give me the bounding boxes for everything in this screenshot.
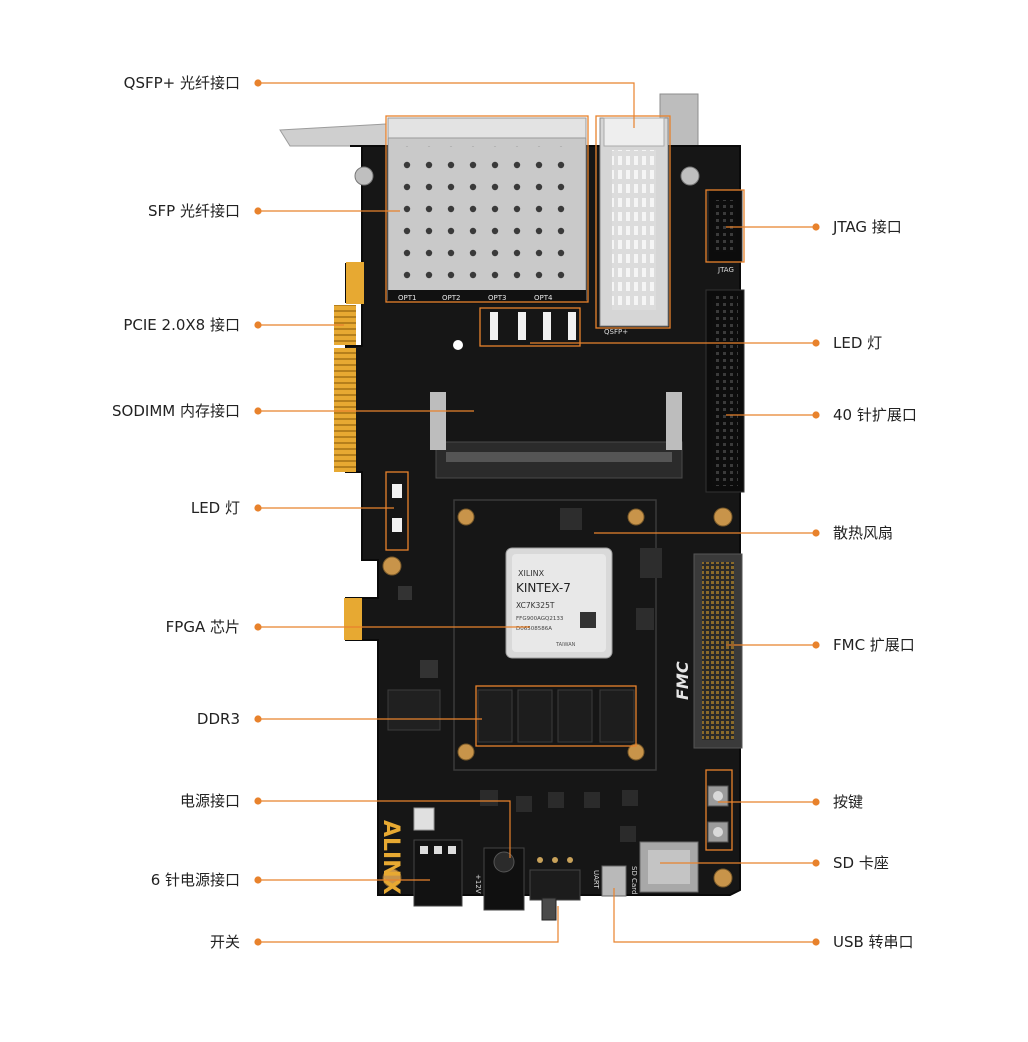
highlight-box xyxy=(479,307,581,347)
led-group-top xyxy=(490,312,576,340)
leader-dot-pcie xyxy=(254,321,262,329)
leader-dot-fmc xyxy=(812,641,820,649)
svg-text:TAIWAN: TAIWAN xyxy=(555,642,576,648)
qsfp-cage: QSFP+ xyxy=(599,117,669,336)
callout-label-qsfp: QSFP+ 光纤接口 xyxy=(123,74,240,92)
leader-line-usb xyxy=(613,888,816,943)
leader-dot-jtag xyxy=(812,223,820,231)
highlight-box xyxy=(705,189,745,263)
sfp-port-label: OPT1 xyxy=(398,294,416,302)
six-pin-power-header xyxy=(413,807,463,907)
sfp-port-labels: OPT1 OPT2 OPT3 OPT4 xyxy=(398,294,553,302)
callout-label-power6: 6 针电源接口 xyxy=(150,871,240,889)
sfp-port-label: OPT4 xyxy=(534,294,553,302)
leader-dot-ext40 xyxy=(812,411,820,419)
sfp-cage xyxy=(387,117,587,304)
led-group-left xyxy=(392,484,402,532)
callout-label-sfp: SFP 光纤接口 xyxy=(148,202,240,220)
highlight-box xyxy=(705,769,733,851)
leader-dot-ddr3 xyxy=(254,715,262,723)
callout-label-sd: SD 卡座 xyxy=(833,854,889,872)
highlight-box xyxy=(475,685,637,747)
highlight-box xyxy=(385,115,589,303)
leader-dot-qsfp xyxy=(254,79,262,87)
leader-dot-switch xyxy=(254,938,262,946)
leader-dot-fan xyxy=(812,529,820,537)
misc-components xyxy=(387,508,662,842)
jtag-header: JTAG xyxy=(707,189,743,274)
sfp-port-label: OPT2 xyxy=(442,294,460,302)
pcie-gold-fingers xyxy=(334,262,364,640)
fpga-chip: XILINX KINTEX-7 XC7K325T FFG900AGQ2133 D… xyxy=(505,547,613,659)
leader-dot-usb xyxy=(812,938,820,946)
callout-label-sodimm: SODIMM 内存接口 xyxy=(112,402,240,420)
svg-text:JTAG: JTAG xyxy=(717,266,734,274)
svg-text:XC7K325T: XC7K325T xyxy=(516,601,555,610)
dc-power-jack: +12V xyxy=(474,847,525,911)
callout-label-usb: USB 转串口 xyxy=(833,933,914,951)
svg-text:D06508586A: D06508586A xyxy=(516,626,552,632)
leader-line-power xyxy=(258,800,511,858)
callout-label-key: 按键 xyxy=(833,793,864,811)
svg-text:SD Card: SD Card xyxy=(630,866,638,894)
svg-text:QSFP+: QSFP+ xyxy=(604,328,628,336)
mounting-screws xyxy=(354,166,733,888)
callout-label-led-right: LED 灯 xyxy=(833,334,883,352)
callout-label-jtag: JTAG 接口 xyxy=(833,218,902,236)
svg-text:FFG900AGQ2133: FFG900AGQ2133 xyxy=(516,616,564,622)
leader-dot-key xyxy=(812,798,820,806)
push-buttons xyxy=(707,785,729,843)
callout-label-led-left: LED 灯 xyxy=(190,499,240,517)
leader-line-qsfp xyxy=(258,82,635,128)
svg-text:KINTEX-7: KINTEX-7 xyxy=(516,581,571,595)
fan-outline xyxy=(453,499,657,771)
leader-dot-sfp xyxy=(254,207,262,215)
highlight-box xyxy=(385,471,409,551)
svg-text:XILINX: XILINX xyxy=(518,569,545,578)
callout-label-ext40: 40 针扩展口 xyxy=(833,406,917,424)
brand-logo: ALINX xyxy=(378,820,403,895)
callout-label-fmc: FMC 扩展口 xyxy=(833,636,915,654)
svg-text:+12V: +12V xyxy=(474,874,482,894)
fmc-connector: FMC xyxy=(673,553,743,749)
power-switch xyxy=(529,857,581,921)
callout-label-ddr3: DDR3 xyxy=(196,710,240,728)
svg-text:FMC: FMC xyxy=(673,661,692,700)
highlight-box xyxy=(595,115,671,329)
leader-lines xyxy=(254,79,820,946)
ddr3-chips xyxy=(477,689,635,743)
expansion-header-40pin xyxy=(705,289,745,493)
leader-line-switch xyxy=(258,906,559,943)
callout-label-pcie: PCIE 2.0X8 接口 xyxy=(123,316,240,334)
callout-label-switch: 开关 xyxy=(209,933,240,951)
leader-dot-power6 xyxy=(254,876,262,884)
leader-dot-sd xyxy=(812,859,820,867)
leader-dot-fpga xyxy=(254,623,262,631)
callout-label-power: 电源接口 xyxy=(179,792,240,810)
leader-dot-sodimm xyxy=(254,407,262,415)
sodimm-slot xyxy=(430,392,683,479)
sfp-port-label: OPT3 xyxy=(488,294,506,302)
leader-dot-led-right xyxy=(812,339,820,347)
svg-text:UART: UART xyxy=(592,870,600,889)
callout-label-fan: 散热风扇 xyxy=(833,524,894,542)
leader-dot-led-left xyxy=(254,504,262,512)
sd-card-slot: SD Card xyxy=(630,841,699,894)
highlight-boxes xyxy=(385,115,745,851)
leader-dot-power xyxy=(254,797,262,805)
callout-label-fpga: FPGA 芯片 xyxy=(165,618,240,636)
